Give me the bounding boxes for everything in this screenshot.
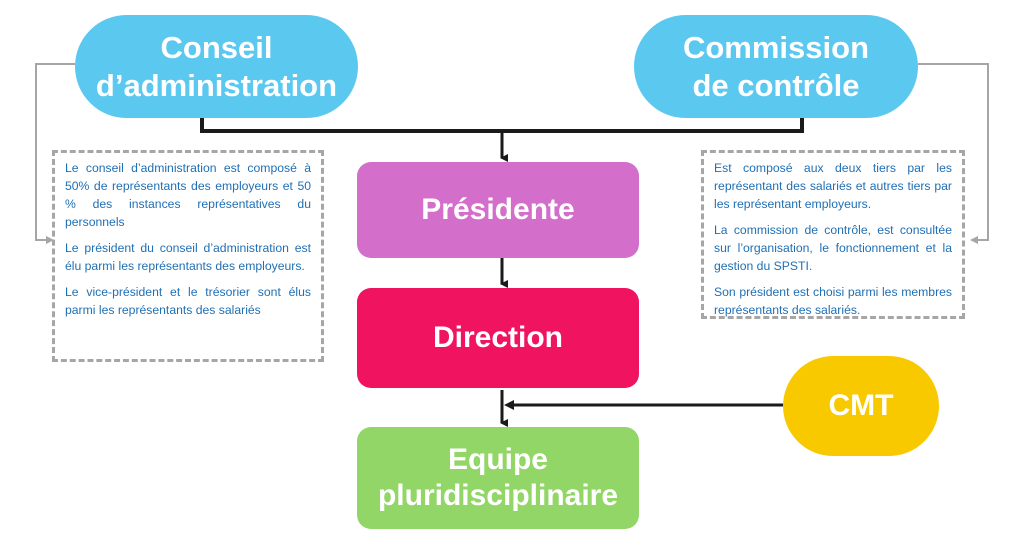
conseil-note-p3: Le vice-président et le trésorier sont é… <box>65 285 311 317</box>
direction-node: Direction <box>357 288 639 388</box>
conseil-line1: Conseil <box>160 30 273 66</box>
commission-controle-node: Commission de contrôle <box>634 15 918 118</box>
conseil-note-p2: Le président du conseil d’administration… <box>65 241 311 273</box>
direction-label: Direction <box>432 321 564 354</box>
right-note-connector <box>918 63 989 244</box>
equipe-line2: pluridisciplinaire <box>377 479 619 512</box>
boards-bracket <box>200 118 804 133</box>
cmt-arrowhead <box>504 400 514 410</box>
commission-line2: de contrôle <box>692 67 860 103</box>
left-note-connector <box>35 63 75 244</box>
commission-note-p3: Son président est choisi parmi les membr… <box>714 285 952 317</box>
equipe-line1: Equipe <box>447 443 548 476</box>
conseil-note: Le conseil d’administration est composé … <box>52 150 324 362</box>
commission-note: Est composé aux deux tiers par les repré… <box>701 150 965 319</box>
commission-note-p1: Est composé aux deux tiers par les repré… <box>714 161 952 211</box>
conseil-line2: d’administration <box>95 67 338 103</box>
conseil-administration-node: Conseil d’administration <box>75 15 358 118</box>
presidente-node: Présidente <box>357 162 639 258</box>
commission-note-p2: La commission de contrôle, est consultée… <box>714 223 952 273</box>
cmt-node: CMT <box>783 356 939 456</box>
conseil-note-p1: Le conseil d’administration est composé … <box>65 161 311 229</box>
equipe-node: Equipe pluridisciplinaire <box>357 427 639 529</box>
cmt-label: CMT <box>828 389 894 422</box>
presidente-label: Présidente <box>421 193 575 226</box>
commission-line1: Commission <box>682 30 870 66</box>
